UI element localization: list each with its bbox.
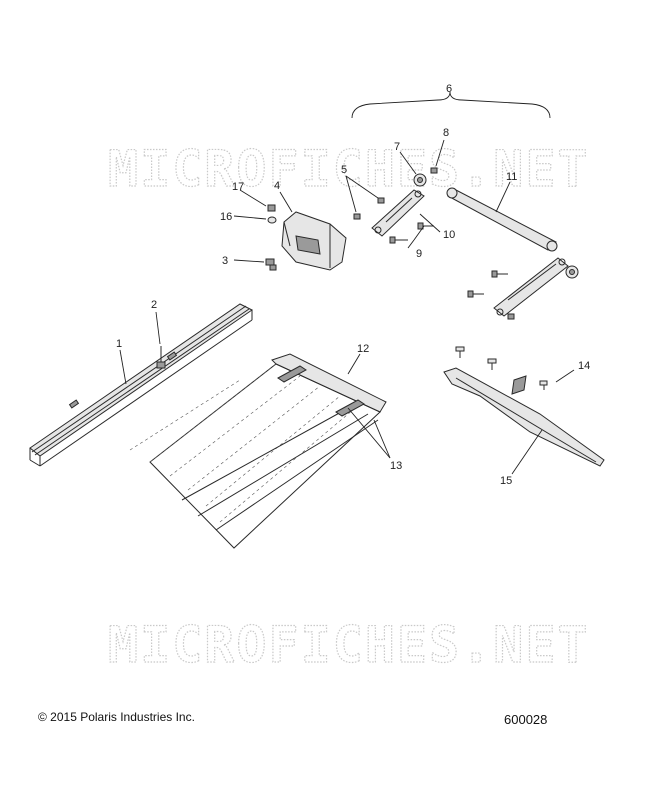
part-16-washer[interactable] xyxy=(267,216,277,224)
watermark-top: MICROFICHES.NET xyxy=(108,140,590,198)
part-5-nut[interactable] xyxy=(353,197,515,320)
part-7-bushing[interactable] xyxy=(413,173,427,187)
callout-5: 5 xyxy=(341,164,347,176)
callout-13: 13 xyxy=(390,460,402,472)
copyright-notice: © 2015 Polaris Industries Inc. xyxy=(38,710,195,724)
part-10-arm-left[interactable] xyxy=(371,189,425,237)
callout-10: 10 xyxy=(443,229,455,241)
group-6-brace xyxy=(351,91,551,119)
callout-1: 1 xyxy=(116,338,122,350)
diagram-number: 600028 xyxy=(504,712,548,727)
callout-17: 17 xyxy=(232,181,244,193)
part-12-bed[interactable] xyxy=(129,353,387,549)
callout-3: 3 xyxy=(222,255,228,267)
part-13-strip[interactable] xyxy=(277,365,365,417)
callout-6: 6 xyxy=(446,83,452,95)
part-1-rail[interactable] xyxy=(29,303,253,467)
leader-lines xyxy=(119,139,575,475)
part-9-bolt[interactable] xyxy=(389,222,508,298)
part-7-bushing-right[interactable] xyxy=(565,265,579,279)
callout-2: 2 xyxy=(151,299,157,311)
callout-4: 4 xyxy=(274,180,280,192)
part-11-tube[interactable] xyxy=(446,187,558,252)
callout-11: 11 xyxy=(506,171,517,183)
part-14-screw[interactable] xyxy=(455,346,548,390)
part-8-nut[interactable] xyxy=(430,167,438,174)
callout-12: 12 xyxy=(357,343,369,355)
part-17-nut[interactable] xyxy=(267,204,276,212)
part-4-bracket[interactable] xyxy=(281,211,347,271)
part-3-nut[interactable] xyxy=(265,258,277,271)
callout-9: 9 xyxy=(416,248,422,260)
part-2-bolt[interactable] xyxy=(156,346,166,369)
watermark-bottom: MICROFICHES.NET xyxy=(108,616,590,674)
callout-8: 8 xyxy=(443,127,449,139)
callout-16: 16 xyxy=(220,211,232,223)
callout-15: 15 xyxy=(500,475,512,487)
callout-7: 7 xyxy=(394,141,400,153)
part-10-arm-right[interactable] xyxy=(493,257,569,317)
part-15-skid[interactable] xyxy=(443,367,605,467)
callout-14: 14 xyxy=(578,360,590,372)
